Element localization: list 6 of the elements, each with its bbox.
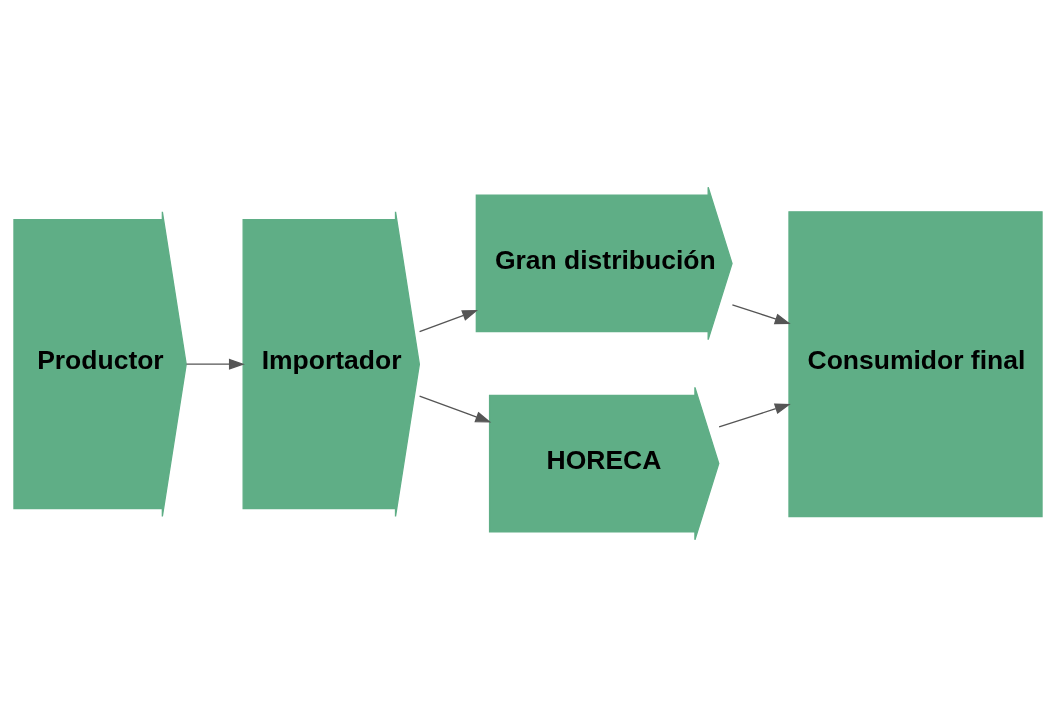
- arrow: [418, 310, 479, 333]
- arrow: [731, 304, 791, 325]
- arrow: [185, 358, 245, 370]
- node-box: Consumidor final: [788, 211, 1043, 518]
- arrow: [718, 403, 791, 428]
- arrow: [418, 395, 492, 423]
